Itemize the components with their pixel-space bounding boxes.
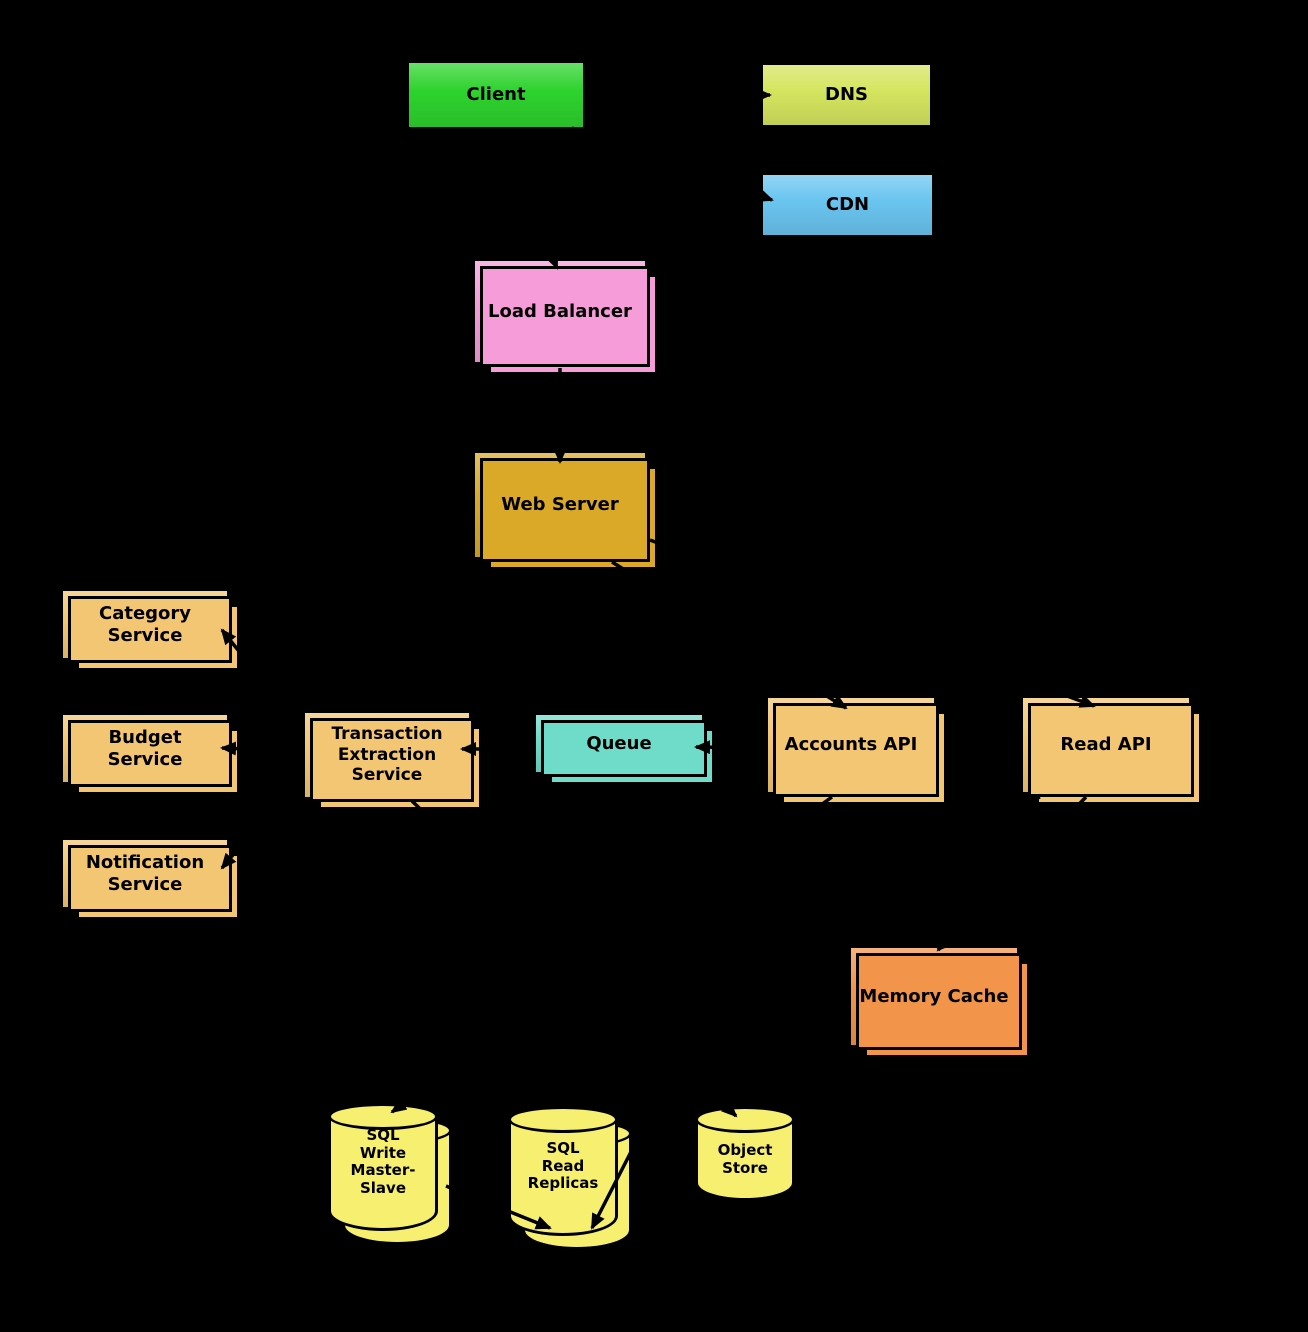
node-sql-read-replicas: SQL Read Replicas	[508, 1106, 632, 1250]
node-client: Client	[406, 60, 586, 130]
cylinder: SQL Read Replicas	[508, 1106, 618, 1236]
node-notification-service-label: Notification Service	[85, 851, 205, 895]
edge-client-load-balancer	[498, 131, 559, 270]
node-object-store-label: Object Store	[717, 1141, 773, 1177]
node-read-api-label: Read API	[1060, 734, 1152, 756]
cylinder-body	[328, 1116, 438, 1231]
edge-client-cdn	[571, 126, 774, 202]
cylinder-cap	[508, 1106, 618, 1133]
node-dns-label: DNS	[825, 84, 868, 106]
node-web-server: Web Server	[472, 450, 658, 570]
node-budget-service: Budget Service	[60, 712, 240, 795]
node-category-service-label: Category Service	[98, 602, 192, 646]
node-accounts-api-label: Accounts API	[784, 734, 918, 756]
node-load-balancer: Load Balancer	[472, 258, 658, 375]
node-dns: DNS	[760, 62, 933, 128]
node-memory-cache-label: Memory Cache	[859, 985, 1009, 1007]
node-client-label: Client	[466, 84, 526, 106]
node-web-server-label: Web Server	[501, 494, 619, 516]
node-object-store: Object Store	[695, 1106, 795, 1201]
node-sql-read-replicas-label: SQL Read Replicas	[527, 1139, 599, 1193]
edge-tes-object-store	[410, 799, 738, 1118]
edge-accounts-api-sql-write	[390, 795, 834, 1114]
node-category-service: Category Service	[60, 588, 240, 671]
cylinder: SQL Write Master- Slave	[328, 1103, 438, 1231]
node-notification-service: Notification Service	[60, 837, 240, 920]
cylinder-cap	[695, 1106, 795, 1133]
edge-web-server-read-api	[649, 538, 1096, 708]
node-cdn-label: CDN	[825, 194, 870, 216]
node-read-api: Read API	[1020, 695, 1202, 805]
node-budget-service-label: Budget Service	[107, 726, 183, 770]
node-load-balancer-label: Load Balancer	[488, 300, 632, 322]
cylinder: Object Store	[695, 1106, 795, 1201]
node-sql-write-master-slave-label: SQL Write Master- Slave	[350, 1126, 416, 1198]
node-accounts-api: Accounts API	[765, 695, 947, 805]
node-transaction-extraction-service: Transaction Extraction Service	[302, 710, 482, 810]
node-memory-cache: Memory Cache	[848, 945, 1030, 1058]
node-cdn: CDN	[760, 172, 935, 238]
edge-read-api-memory-cache	[936, 795, 1088, 952]
edge-web-server-accounts-api	[611, 560, 848, 710]
node-queue: Queue	[533, 712, 715, 785]
node-queue-label: Queue	[586, 732, 652, 754]
node-transaction-extraction-service-label: Transaction Extraction Service	[331, 724, 443, 786]
node-sql-write-master-slave: SQL Write Master- Slave	[328, 1103, 452, 1245]
